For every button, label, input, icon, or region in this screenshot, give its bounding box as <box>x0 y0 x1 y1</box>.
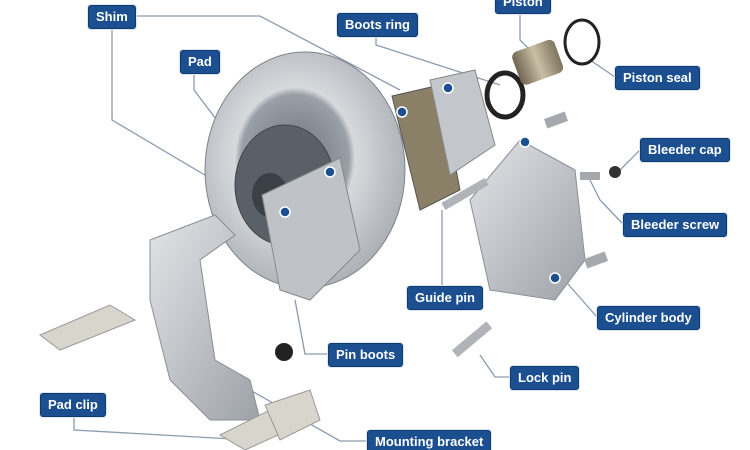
pad-clip <box>39 304 137 351</box>
label-piston: Piston <box>495 0 551 14</box>
lock-pin <box>451 321 493 358</box>
bleeder-cap <box>609 166 621 178</box>
label-bleeder-screw: Bleeder screw <box>623 213 728 237</box>
bolt <box>543 111 569 129</box>
label-shim: Shim <box>88 5 136 29</box>
label-guide-pin: Guide pin <box>407 286 483 310</box>
cylinder-body <box>469 139 586 301</box>
label-pad-clip: Pad clip <box>40 393 106 417</box>
label-cylinder-body: Cylinder body <box>597 306 700 330</box>
label-pin-boots: Pin boots <box>328 343 404 367</box>
label-bleeder-cap: Bleeder cap <box>640 138 730 162</box>
mounting-bracket <box>149 214 261 421</box>
outer-shim <box>429 69 496 176</box>
label-pad: Pad <box>180 50 220 74</box>
piston-seal <box>563 18 601 66</box>
pad-clip <box>264 389 321 441</box>
label-mounting-bracket: Mounting bracket <box>367 430 492 450</box>
label-piston-seal: Piston seal <box>615 66 700 90</box>
bleeder-screw <box>580 172 600 180</box>
guide-pin <box>441 178 489 210</box>
bolt <box>583 251 609 269</box>
label-boots-ring: Boots ring <box>337 13 418 37</box>
piston <box>512 39 564 85</box>
callout-dots <box>279 82 561 284</box>
label-lock-pin: Lock pin <box>510 366 580 390</box>
boots-ring <box>484 70 526 120</box>
shim <box>261 157 361 301</box>
pin-boots <box>275 343 293 361</box>
